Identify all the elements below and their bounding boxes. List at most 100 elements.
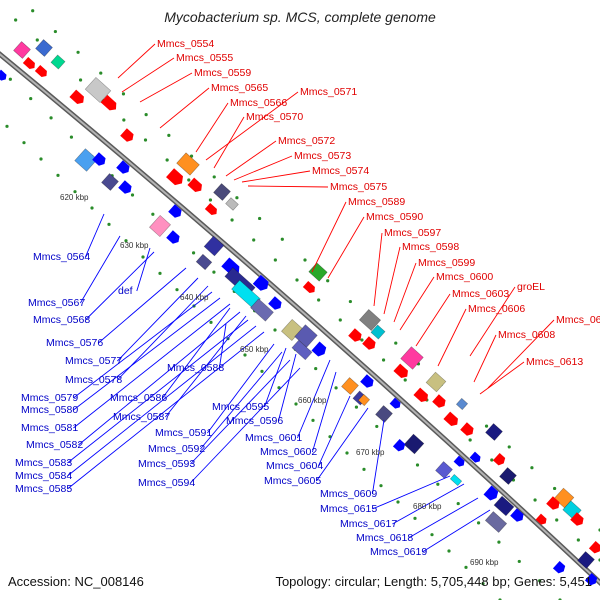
guide-dot — [56, 173, 60, 177]
guide-dot — [258, 216, 262, 221]
gene-label-forward: Mmcs_0589 — [348, 196, 405, 208]
guide-dot — [464, 565, 468, 569]
gene-feature-21 — [168, 204, 182, 218]
gene-feature-15 — [176, 152, 200, 176]
gene-feature-32 — [308, 262, 328, 282]
guide-dot — [191, 251, 196, 255]
guide-dot — [189, 154, 194, 158]
leader-line-forward — [241, 170, 311, 183]
gene-label-reverse: Mmcs_0579 — [21, 392, 78, 404]
gene-label-forward: groEL — [517, 281, 545, 293]
guide-dot — [29, 96, 33, 101]
leader-line-reverse — [408, 497, 479, 539]
gene-label-reverse: Mmcs_0605 — [264, 475, 321, 487]
gene-label-reverse: Mmcs_0583 — [15, 457, 72, 469]
leader-line-forward — [399, 276, 435, 331]
guide-dot — [235, 196, 239, 200]
gene-label-reverse: def — [118, 285, 133, 297]
guide-dot — [294, 402, 298, 406]
leader-line-reverse — [78, 311, 241, 446]
gene-feature-75 — [499, 467, 517, 485]
gene-label-reverse: Mmcs_0615 — [320, 503, 377, 515]
kbp-tick-label: 690 kbp — [470, 558, 499, 567]
gene-feature-64 — [484, 511, 508, 533]
guide-dot — [576, 538, 580, 542]
gene-feature-3 — [22, 57, 35, 69]
leader-line-reverse — [190, 359, 291, 465]
leader-line-forward — [121, 57, 175, 93]
guide-dot — [99, 71, 103, 75]
guide-dot — [8, 77, 12, 81]
gene-label-reverse: Mmcs_0596 — [226, 415, 283, 427]
gene-label-forward: Mmcs_0573 — [294, 150, 351, 162]
gene-feature-45 — [375, 405, 393, 423]
gene-label-reverse: Mmcs_0609 — [320, 488, 377, 500]
leader-line-forward — [473, 334, 497, 383]
gene-label-forward: Mmcs_0570 — [246, 111, 303, 123]
guide-dot — [76, 50, 80, 54]
leader-line-reverse — [136, 247, 151, 292]
guide-dot — [209, 320, 213, 324]
guide-dot — [69, 135, 74, 139]
gene-label-reverse: Mmcs_0576 — [46, 337, 103, 349]
guide-dot — [379, 484, 383, 488]
leader-line-reverse — [317, 395, 351, 467]
gene-feature-36 — [311, 341, 327, 357]
gene-label-reverse: Mmcs_0617 — [340, 518, 397, 530]
gene-feature-65 — [510, 508, 524, 522]
leader-line-forward — [373, 232, 383, 307]
leader-line-reverse — [218, 323, 227, 369]
guide-dot — [334, 386, 338, 390]
gene-label-reverse: Mmcs_0619 — [370, 546, 427, 558]
gene-feature-61 — [469, 451, 481, 463]
guide-dot — [143, 138, 148, 142]
gene-feature-14 — [118, 180, 132, 194]
guide-dot — [326, 279, 330, 283]
guide-dot — [167, 133, 171, 137]
leader-line-reverse — [73, 303, 231, 429]
gene-feature-13 — [101, 173, 119, 191]
gene-label-reverse: Mmcs_0604 — [266, 460, 323, 472]
gene-feature-58 — [392, 438, 406, 452]
leader-line-reverse — [190, 367, 301, 484]
gene-label-forward: Mmcs_0606 — [468, 303, 525, 315]
gene-feature-9 — [120, 128, 134, 142]
kbp-tick-label: 640 kbp — [180, 293, 209, 302]
leader-line-forward — [139, 72, 193, 103]
gene-feature-53 — [443, 411, 458, 427]
gene-feature-19 — [225, 197, 239, 211]
gene-feature-68 — [546, 496, 560, 510]
guide-dot — [507, 445, 511, 449]
gene-feature-41 — [362, 336, 376, 350]
leader-line-reverse — [67, 331, 265, 490]
gene-feature-50 — [413, 387, 428, 403]
gene-feature-63 — [493, 495, 515, 517]
guide-dot — [553, 486, 557, 491]
gene-feature-29 — [250, 298, 274, 322]
guide-dot — [456, 501, 460, 506]
gene-feature-49 — [425, 371, 447, 393]
gene-feature-18 — [213, 183, 231, 201]
guide-dot — [436, 482, 440, 486]
gene-label-reverse: Mmcs_0584 — [15, 470, 72, 482]
leader-line-reverse — [67, 325, 257, 477]
guide-dot — [53, 29, 57, 34]
guide-dot — [396, 500, 400, 504]
gene-label-reverse: Mmcs_0581 — [21, 422, 78, 434]
guide-dot — [476, 521, 481, 525]
gene-label-forward: Mmcs_0559 — [194, 67, 251, 79]
guide-dot — [484, 424, 489, 428]
leader-line-reverse — [316, 407, 369, 482]
guide-dot — [124, 239, 128, 243]
gene-feature-73 — [584, 572, 598, 586]
guide-dot — [533, 498, 537, 502]
genome-summary: Topology: circular; Length: 5,705,448 bp… — [275, 574, 592, 589]
leader-line-reverse — [98, 267, 187, 344]
gene-label-forward: Mmcs_0598 — [402, 241, 459, 253]
gene-feature-6 — [69, 89, 84, 105]
guide-dot — [280, 237, 284, 241]
gene-feature-1 — [35, 39, 53, 57]
guide-dot — [144, 113, 148, 117]
guide-dot — [360, 338, 364, 342]
